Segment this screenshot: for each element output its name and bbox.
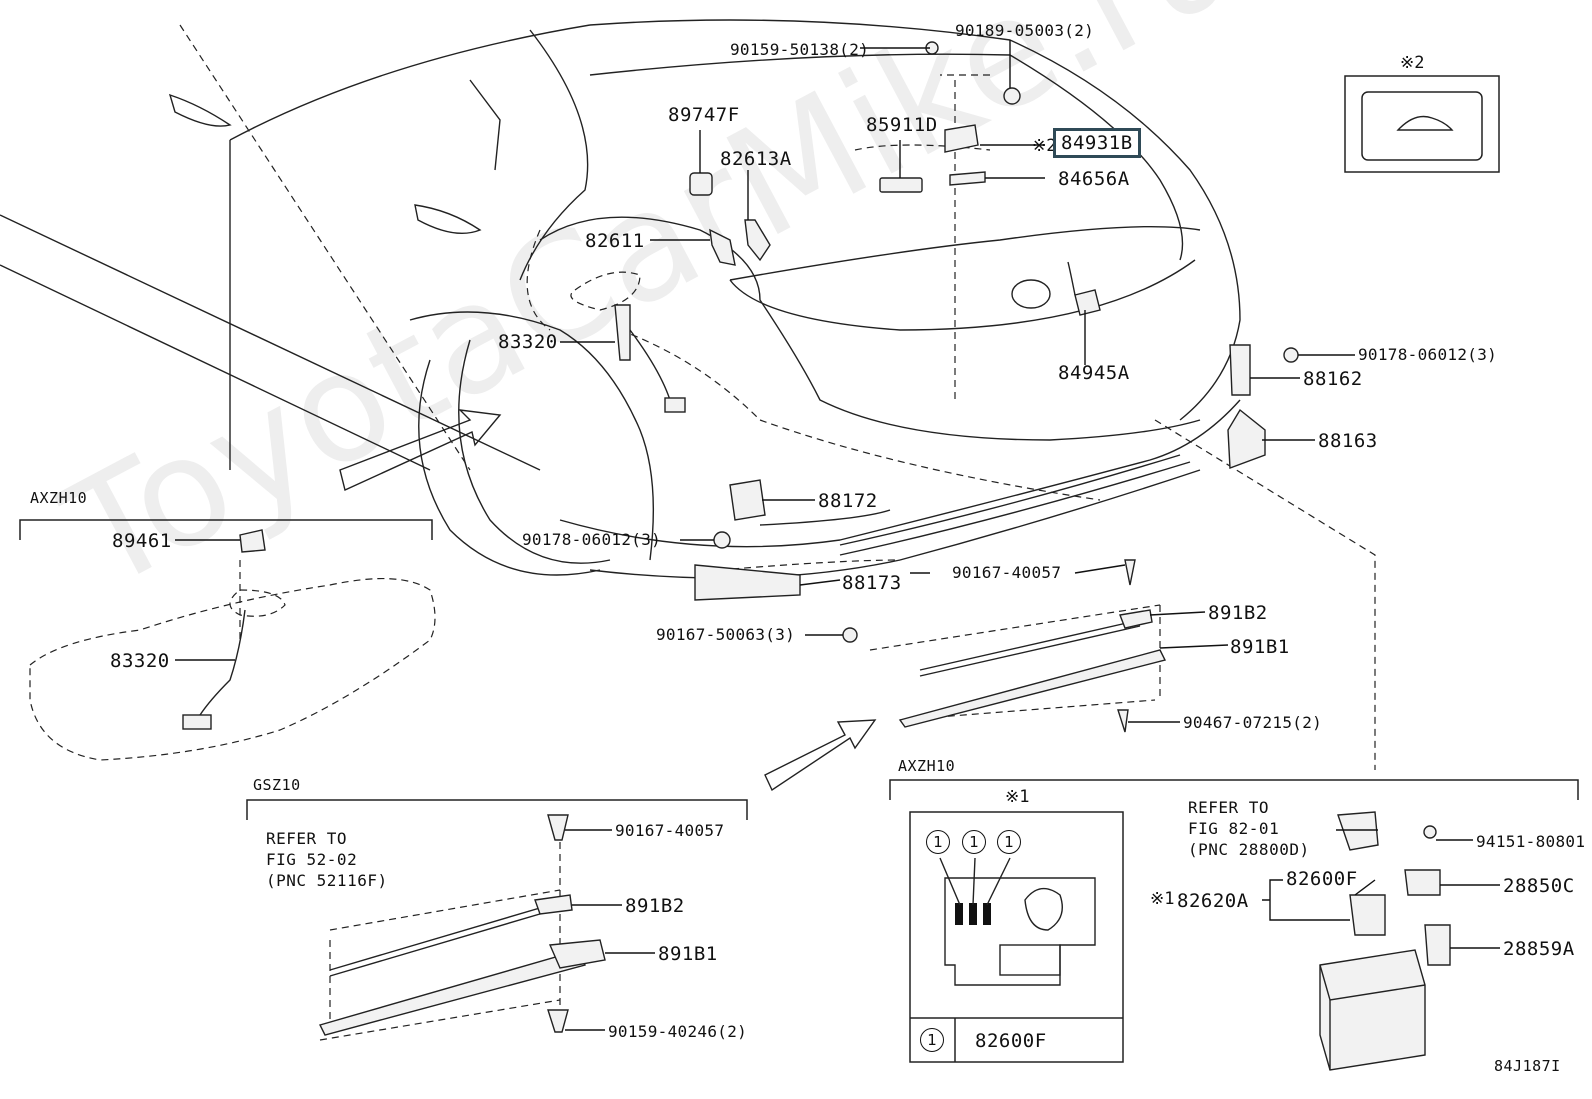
part-label-891B2-top[interactable]: 891B2: [1208, 602, 1268, 624]
part-label-82620A[interactable]: 82620A: [1177, 890, 1249, 912]
part-label-90167-40057-top[interactable]: 90167-40057: [952, 563, 1062, 582]
part-label-84931B[interactable]: 84931B: [1053, 128, 1141, 158]
inset-2: [1344, 75, 1500, 173]
refer-note-fig-52-02[interactable]: REFER TO FIG 52-02 (PNC 52116F): [266, 829, 388, 890]
part-label-89461[interactable]: 89461: [112, 530, 172, 552]
circle-number: 1: [997, 830, 1021, 854]
part-label-88162[interactable]: 88162: [1303, 368, 1363, 390]
part-label-82600F[interactable]: 82600F: [1286, 868, 1358, 890]
part-label-88173[interactable]: 88173: [842, 572, 902, 594]
inset-1-callout-1a: 1: [926, 830, 950, 854]
part-label-891B1-top[interactable]: 891B1: [1230, 636, 1290, 658]
section-label-axzh10-left: AXZH10: [30, 489, 88, 507]
car-body-outline: [0, 19, 1241, 579]
part-label-90178-06012-left[interactable]: 90178-06012(3): [522, 530, 662, 549]
circle-number: 1: [962, 830, 986, 854]
part-label-89747F[interactable]: 89747F: [668, 104, 740, 126]
part-label-88172[interactable]: 88172: [818, 490, 878, 512]
inset-1-legend-key: 1: [920, 1028, 944, 1052]
part-label-83320-left[interactable]: 83320: [110, 650, 170, 672]
part-label-84656A[interactable]: 84656A: [1058, 168, 1130, 190]
part-label-28859A[interactable]: 28859A: [1503, 938, 1575, 960]
dashed-outlines: [179, 24, 1376, 1041]
part-label-90178-06012-right[interactable]: 90178-06012(3): [1358, 345, 1498, 364]
part-label-94151-80801[interactable]: 94151-80801: [1476, 832, 1586, 851]
inset-1: [909, 811, 1124, 1063]
part-label-28850C[interactable]: 28850C: [1503, 875, 1575, 897]
inset-1-title: ※1: [1005, 787, 1030, 807]
part-label-82613A[interactable]: 82613A: [720, 148, 792, 170]
part-shapes: [182, 41, 1451, 1071]
part-label-891B1-bottom[interactable]: 891B1: [658, 943, 718, 965]
figure-code: 84J187I: [1494, 1057, 1561, 1075]
part-label-85911D[interactable]: 85911D: [866, 114, 938, 136]
part-label-83320-top[interactable]: 83320: [498, 331, 558, 353]
leader-lines: [175, 40, 1500, 1031]
part-label-88163[interactable]: 88163: [1318, 430, 1378, 452]
part-label-90167-40057-bottom[interactable]: 90167-40057: [615, 821, 725, 840]
part-label-891B2-bottom[interactable]: 891B2: [625, 895, 685, 917]
part-label-90189-05003[interactable]: 90189-05003(2): [955, 21, 1095, 40]
part-label-82611[interactable]: 82611: [585, 230, 645, 252]
circle-number: 1: [920, 1028, 944, 1052]
section-brackets: [19, 519, 1579, 820]
inset-1-legend-part[interactable]: 82600F: [975, 1030, 1047, 1052]
inset-2-title: ※2: [1400, 53, 1425, 73]
refer-note-fig-82-01[interactable]: REFER TO FIG 82-01 (PNC 28800D): [1188, 798, 1310, 859]
view-arrows: [339, 409, 877, 792]
part-label-90167-50063[interactable]: 90167-50063(3): [656, 625, 796, 644]
marker-star-2: ※2: [1032, 136, 1057, 156]
part-label-90159-50138[interactable]: 90159-50138(2): [730, 40, 870, 59]
fuel-tank: [29, 577, 436, 761]
part-label-90467-07215[interactable]: 90467-07215(2): [1183, 713, 1323, 732]
marker-star-1: ※1: [1150, 889, 1175, 909]
part-label-84945A[interactable]: 84945A: [1058, 362, 1130, 384]
section-label-axzh10-right: AXZH10: [898, 757, 956, 775]
circle-number: 1: [926, 830, 950, 854]
inset-1-callout-1b: 1: [962, 830, 986, 854]
part-label-90159-40246[interactable]: 90159-40246(2): [608, 1022, 748, 1041]
section-label-gsz10: GSZ10: [253, 776, 301, 794]
inset-1-callout-1c: 1: [997, 830, 1021, 854]
